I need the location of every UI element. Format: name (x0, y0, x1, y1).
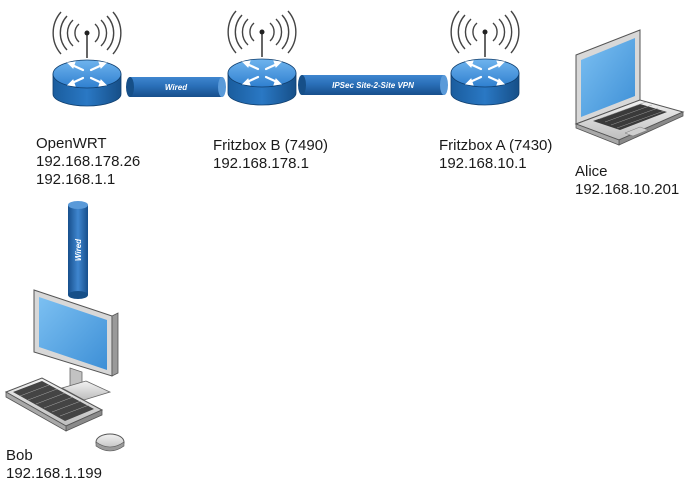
node-label-alice: Alice 192.168.10.201 (575, 163, 679, 199)
node-name: Alice (575, 163, 608, 180)
node-label-fritzbox-b: Fritzbox B (7490) 192.168.178.1 (213, 137, 328, 173)
node-ip: 192.168.1.199 (6, 465, 102, 482)
node-name: Fritzbox B (7490) (213, 137, 329, 154)
node-name: Fritzbox A (7430) (439, 137, 553, 154)
router-icon (51, 10, 123, 108)
node-ip: 192.168.178.26 (36, 153, 141, 170)
laptop-icon (574, 29, 685, 146)
link-fritzb-fritza: IPSec Site-2-Site VPN (298, 75, 448, 95)
router-icon (226, 9, 298, 107)
node-ip: 192.168.10.1 (439, 155, 527, 172)
node-ip: 192.168.10.201 (575, 181, 680, 198)
node-ip: 192.168.178.1 (213, 155, 309, 172)
node-name: Bob (6, 447, 33, 464)
node-label-fritzbox-a: Fritzbox A (7430) 192.168.10.1 (439, 137, 552, 173)
link-label-wired-vertical: Wired (74, 238, 83, 261)
desktop-computer-icon (4, 289, 125, 452)
link-openwrt-fritzb: Wired (126, 77, 226, 97)
node-ip: 192.168.1.1 (36, 171, 116, 188)
node-label-bob: Bob 192.168.1.199 (6, 447, 102, 483)
link-label-wired: Wired (165, 83, 188, 92)
node-name: OpenWRT (36, 135, 107, 152)
link-openwrt-bob: Wired (68, 201, 88, 299)
node-label-openwrt: OpenWRT 192.168.178.26 192.168.1.1 (36, 135, 140, 189)
router-icon (449, 9, 521, 107)
link-label-vpn: IPSec Site-2-Site VPN (332, 81, 414, 90)
